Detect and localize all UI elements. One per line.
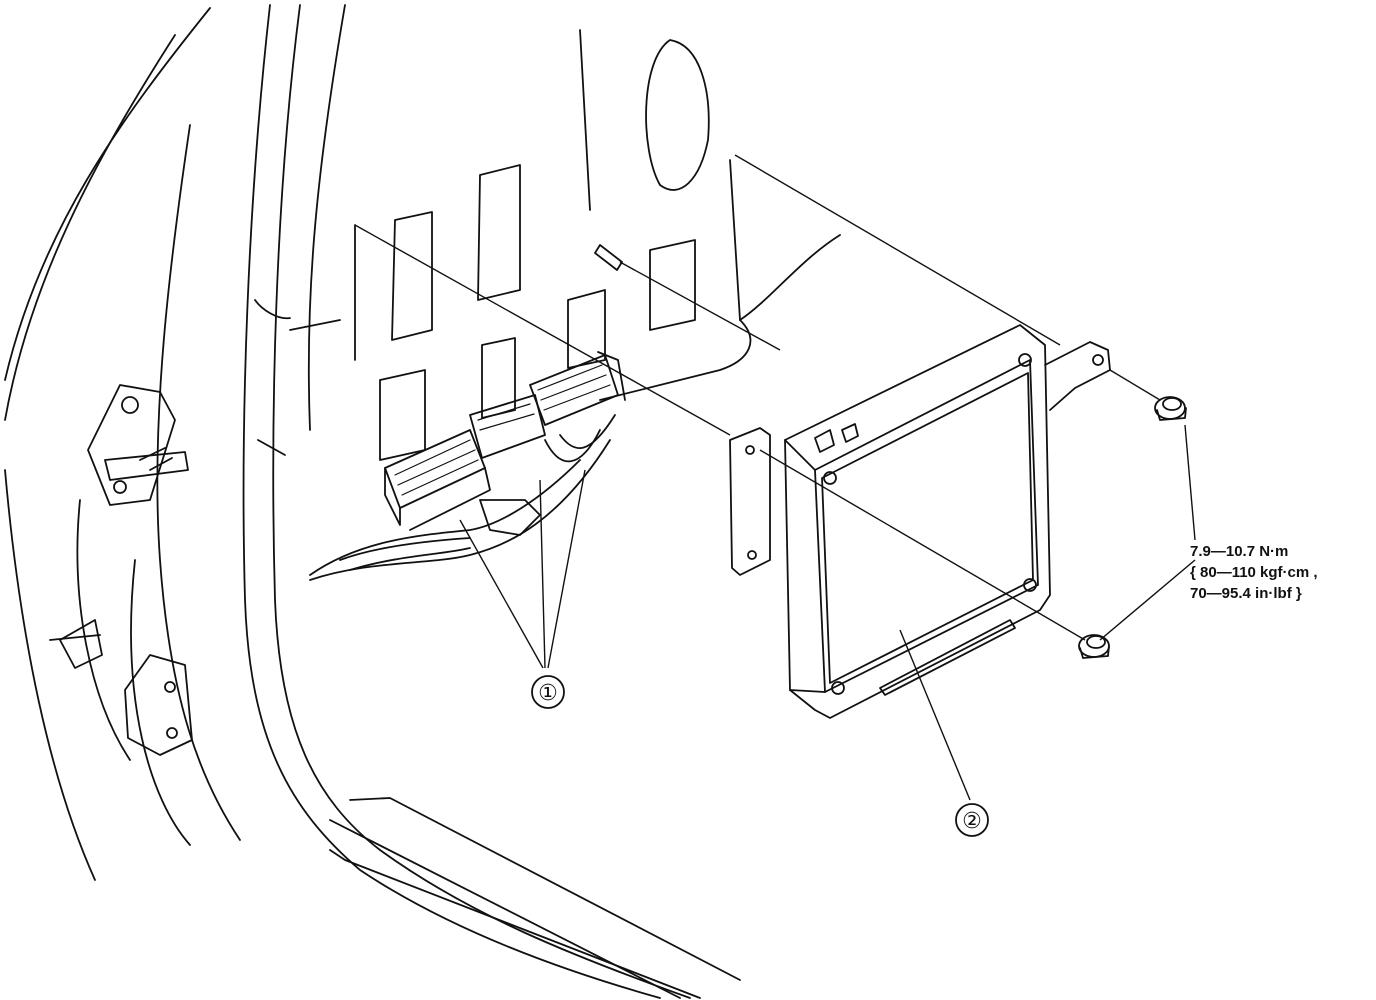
torque-spec: 7.9—10.7 N·m { 80—110 kgf·cm , 70—95.4 in·… xyxy=(1190,541,1370,604)
mounting-nut-lower xyxy=(1078,634,1110,659)
callout-1-label: ① xyxy=(538,681,558,706)
callout-1: ① xyxy=(531,675,565,709)
door-lock xyxy=(49,619,193,756)
callout-2: ② xyxy=(955,803,989,837)
door-panel xyxy=(4,7,241,881)
door-striker xyxy=(87,384,189,506)
ecu-module xyxy=(784,324,1051,719)
callout-2-label: ② xyxy=(962,809,982,834)
torque-spec-line3: 70—95.4 in·lbf } xyxy=(1190,585,1302,602)
torque-spec-line2: { 80—110 kgf·cm , xyxy=(1190,564,1318,581)
ecu-bracket xyxy=(729,341,1111,576)
inner-panel xyxy=(354,29,841,461)
body-opening xyxy=(242,4,741,999)
alignment-lines xyxy=(354,154,1196,801)
harness-connectors xyxy=(384,351,626,531)
torque-spec-line1: 7.9—10.7 N·m xyxy=(1190,543,1289,560)
mounting-nut-upper xyxy=(1154,396,1187,421)
